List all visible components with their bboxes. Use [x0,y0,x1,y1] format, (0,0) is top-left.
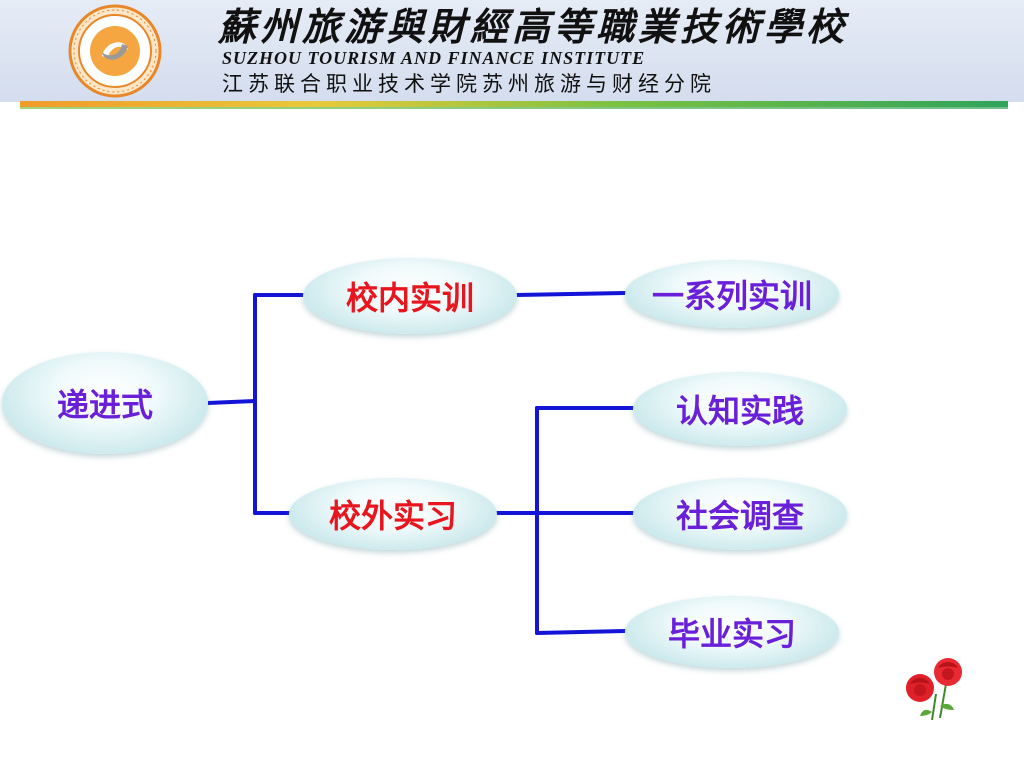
red-roses-icon [896,654,970,724]
node-internal-training: 校内实训 [303,258,517,334]
school-subtitle: 江苏联合职业技术学院苏州旅游与财经分院 [222,72,716,96]
node-external-internship: 校外实习 [289,478,497,550]
node-cognitive-practice: 认知实践 [633,372,847,446]
school-seal-icon [68,4,162,98]
connector-internal-child [515,291,627,297]
header-banner: 蘇州旅游與財經高等職業技術學校 SUZHOU TOURISM AND FINAN… [0,0,1024,102]
header-stripe-underline [20,107,1008,109]
node-series-training: 一系列实训 [625,260,839,328]
school-name-english: SUZHOU TOURISM AND FINANCE INSTITUTE [222,48,646,68]
header-color-stripe [20,101,1008,107]
node-root-progressive: 递进式 [2,352,208,454]
node-social-survey: 社会调查 [633,478,847,550]
node-graduation-internship: 毕业实习 [625,596,839,668]
connector-root [206,399,257,405]
school-name-chinese: 蘇州旅游與財經高等職業技術學校 [218,4,849,49]
connector-to-graduation [535,629,627,635]
